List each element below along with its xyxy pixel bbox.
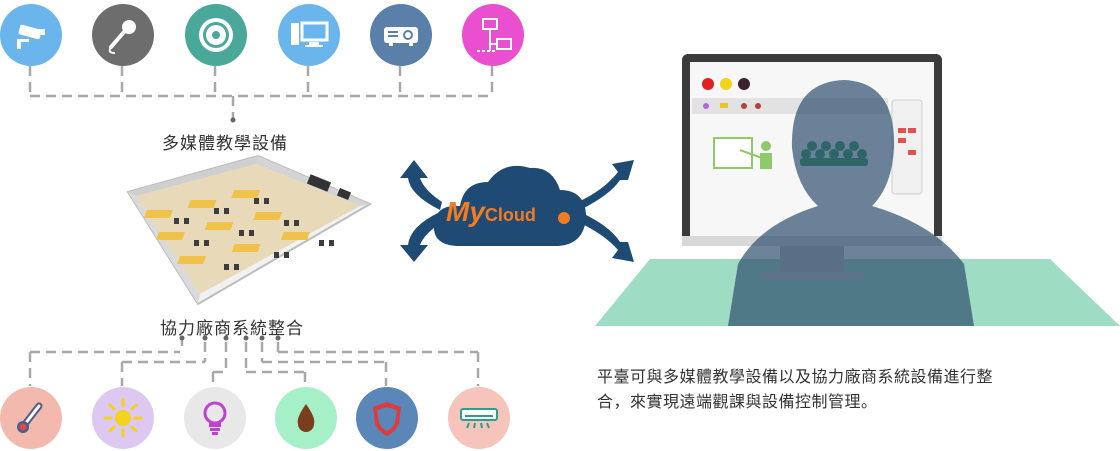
mycloud-logo: MyCloud: [446, 196, 536, 228]
cloud-icon: [433, 165, 586, 246]
light-bulb-icon: [184, 387, 246, 449]
projector-icon: [370, 4, 432, 66]
shield-icon: [356, 387, 418, 449]
cloud-hub: [400, 160, 634, 262]
computer-icon: [278, 4, 340, 66]
top-group-label: 多媒體教學設備: [162, 134, 288, 154]
sun-icon: [92, 387, 154, 449]
description-text: 平臺可與多媒體教學設備以及協力廠商系統設備進行整合，來實現遠端觀課與設備控制管理…: [597, 367, 994, 411]
user-silhouette: [728, 80, 974, 326]
disc-icon: [185, 4, 247, 66]
sync-arrows: [400, 160, 634, 262]
logo-my: My: [446, 196, 485, 227]
classroom-illustration: [126, 154, 373, 306]
cctv-camera-icon: [0, 4, 62, 66]
logo-cloud: Cloud: [484, 205, 536, 225]
remote-viewing-illustration: [595, 54, 1120, 326]
bottom-group-label: 協力廠商系統整合: [160, 319, 304, 339]
thermometer-icon: [0, 387, 62, 449]
water-drop-icon: [275, 387, 337, 449]
network-icon: [462, 4, 524, 66]
microphone-icon: [92, 4, 154, 66]
air-conditioner-icon: [448, 387, 510, 449]
